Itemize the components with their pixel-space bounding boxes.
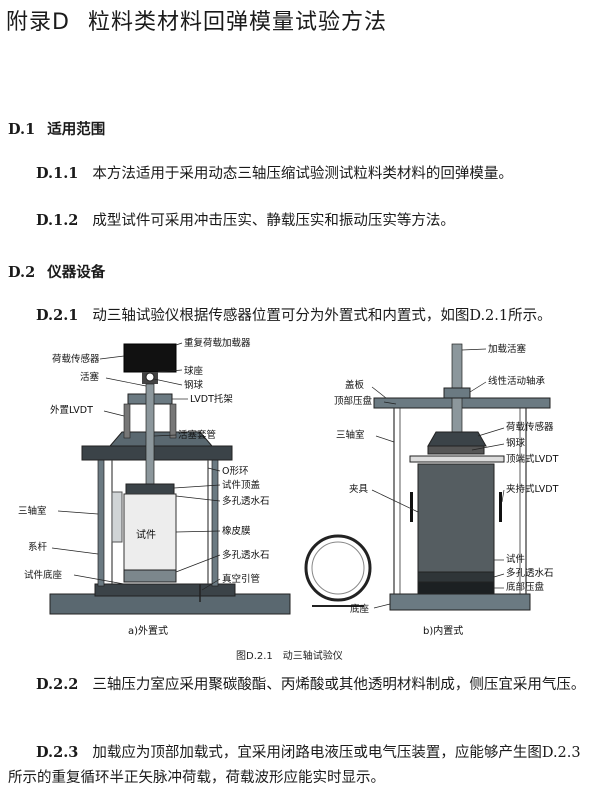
clause-number: D.1.2 xyxy=(36,212,79,229)
label-bottom-platen: 底部压盘 xyxy=(506,581,545,593)
label-lvdt-bracket: LVDT托架 xyxy=(190,393,233,405)
label-steel-ball: 钢球 xyxy=(184,379,204,391)
clause-number: D.1.1 xyxy=(36,165,79,182)
label-tie-rod: 系杆 xyxy=(28,541,48,553)
label-clamp: 夹具 xyxy=(349,483,369,495)
paragraph-d-1-2: D.1.2 成型试件可采用冲击压实、静载压实和振动压实等方法。 xyxy=(8,208,590,234)
label-loading-piston: 加载活塞 xyxy=(488,343,527,355)
label-external-lvdt: 外置LVDT xyxy=(50,404,93,416)
appendix-title: 粒料类材料回弹模量试验方法 xyxy=(87,10,387,35)
label-clamp-lvdt: 夹持式LVDT xyxy=(506,483,559,495)
label-base: 底座 xyxy=(350,603,370,615)
section-title: 适用范围 xyxy=(47,122,106,138)
label-piston: 活塞 xyxy=(80,371,100,383)
label-porous-stone-bottom: 多孔透水石 xyxy=(222,549,270,561)
label-specimen-left: 试件 xyxy=(136,528,156,541)
label-repeat-loader: 重复荷载加载器 xyxy=(184,337,251,349)
label-specimen-right: 试件 xyxy=(506,553,526,565)
clause-text: 三轴压力室应采用聚碳酸酯、丙烯酸或其他透明材料制成，侧压宜采用气压。 xyxy=(92,677,586,693)
label-steel-ball-right: 钢球 xyxy=(506,437,526,449)
label-porous-stone-top: 多孔透水石 xyxy=(222,495,270,507)
section-heading-d1: D.1 适用范围 xyxy=(8,118,105,139)
paragraph-d-1-1: D.1.1 本方法适用于采用动态三轴压缩试验测试粒料类材料的回弹模量。 xyxy=(8,161,590,187)
label-load-sensor-right: 荷载传感器 xyxy=(506,421,554,433)
label-specimen-top-cap: 试件顶盖 xyxy=(222,479,261,491)
section-heading-d2: D.2 仪器设备 xyxy=(8,261,105,282)
external-apparatus-labels: 重复荷载加载器 荷载传感器 球座 活塞 钢球 LVDT托架 外置LVDT 活塞套… xyxy=(18,337,270,637)
section-title: 仪器设备 xyxy=(47,265,106,281)
internal-apparatus-labels: 加载活塞 盖板 线性活动轴承 顶部压盘 荷载传感器 三轴室 钢球 顶端式LVDT… xyxy=(334,343,559,637)
section-number: D.2 xyxy=(8,264,36,281)
paragraph-d-2-1: D.2.1 动三轴试验仪根据传感器位置可分为外置式和内置式，如图D.2.1所示。 xyxy=(8,303,590,329)
label-top-lvdt: 顶端式LVDT xyxy=(506,453,559,465)
section-number: D.1 xyxy=(8,121,36,138)
sublabel-internal: b)内置式 xyxy=(423,624,463,637)
label-ball-seat: 球座 xyxy=(184,365,204,377)
figure-caption: 图D.2.1 动三轴试验仪 xyxy=(236,649,343,662)
figure-d-2-1: 重复荷载加载器 荷载传感器 球座 活塞 钢球 LVDT托架 外置LVDT 活塞套… xyxy=(0,332,600,670)
triaxial-apparatus-diagram: 重复荷载加载器 荷载传感器 球座 活塞 钢球 LVDT托架 外置LVDT 活塞套… xyxy=(18,337,559,662)
clause-text: 本方法适用于采用动态三轴压缩试验测试粒料类材料的回弹模量。 xyxy=(92,166,513,182)
paragraph-d-2-2: D.2.2 三轴压力室应采用聚碳酸酯、丙烯酸或其他透明材料制成，侧压宜采用气压。 xyxy=(8,672,590,698)
label-load-sensor: 荷载传感器 xyxy=(52,353,100,365)
label-triaxial-chamber-left: 三轴室 xyxy=(18,505,47,517)
label-linear-bearing: 线性活动轴承 xyxy=(488,375,546,387)
page-title: 附录D 粒料类材料回弹模量试验方法 xyxy=(6,4,387,36)
label-o-ring: O形环 xyxy=(222,465,248,477)
label-cover-plate: 盖板 xyxy=(345,379,365,391)
label-rubber-membrane: 橡皮膜 xyxy=(222,525,251,537)
label-piston-sleeve: 活塞套管 xyxy=(178,429,216,441)
external-apparatus xyxy=(49,343,291,615)
label-specimen-base: 试件底座 xyxy=(24,569,63,581)
sublabel-external: a)外置式 xyxy=(128,624,168,637)
label-porous-stone-right: 多孔透水石 xyxy=(506,567,554,579)
appendix-label: 附录D xyxy=(6,10,70,35)
label-top-platen: 顶部压盘 xyxy=(334,395,373,407)
label-triaxial-chamber-right: 三轴室 xyxy=(336,429,365,441)
clause-text: 加载应为顶部加载式，宜采用闭路电液压或电气压装置，应能够产生图D.2.3所示的重… xyxy=(8,745,581,786)
clause-text: 成型试件可采用冲击压实、静载压实和振动压实等方法。 xyxy=(92,213,455,229)
clause-number: D.2.2 xyxy=(36,676,79,693)
clause-text: 动三轴试验仪根据传感器位置可分为外置式和内置式，如图D.2.1所示。 xyxy=(92,308,552,324)
clause-number: D.2.3 xyxy=(36,744,79,761)
clause-number: D.2.1 xyxy=(36,307,79,324)
label-vacuum-tube: 真空引管 xyxy=(222,573,260,585)
